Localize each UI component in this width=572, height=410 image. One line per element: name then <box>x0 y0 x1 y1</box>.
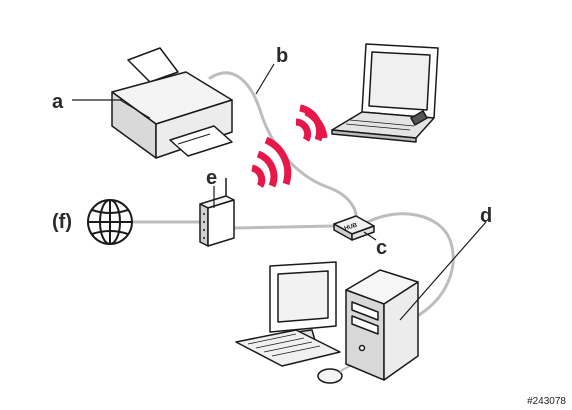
internet-globe-icon <box>87 199 133 245</box>
printer-icon <box>111 47 233 159</box>
desktop-computer-icon <box>235 261 419 384</box>
label-e: e <box>206 167 217 189</box>
leader-b <box>255 63 275 95</box>
leader-d <box>399 221 487 321</box>
wifi-arc-router-1 <box>250 164 266 188</box>
label-c: c <box>376 237 387 259</box>
keyboard <box>235 329 341 367</box>
wireless-router-icon <box>199 178 235 247</box>
wifi-arc-laptop-1 <box>295 118 312 142</box>
wifi-arc-laptop-3 <box>304 108 328 139</box>
cable-hub-desktop <box>366 212 455 320</box>
hub-label: HUB <box>344 222 359 232</box>
cable-router-hub <box>232 224 336 230</box>
wifi-arc-router-3 <box>264 136 292 186</box>
wifi-arc-router-2 <box>256 150 278 188</box>
label-d: d <box>480 205 492 227</box>
label-f: (f) <box>52 211 72 233</box>
wifi-signal-icon <box>250 104 328 188</box>
laptop-icon <box>331 43 439 143</box>
label-b: b <box>276 45 288 67</box>
label-a: a <box>52 91 64 113</box>
figure-number: #243078 <box>527 396 566 407</box>
leader-lines <box>72 63 487 321</box>
hub-icon: HUB <box>333 215 375 241</box>
mouse <box>317 368 343 384</box>
leader-c <box>363 231 377 241</box>
